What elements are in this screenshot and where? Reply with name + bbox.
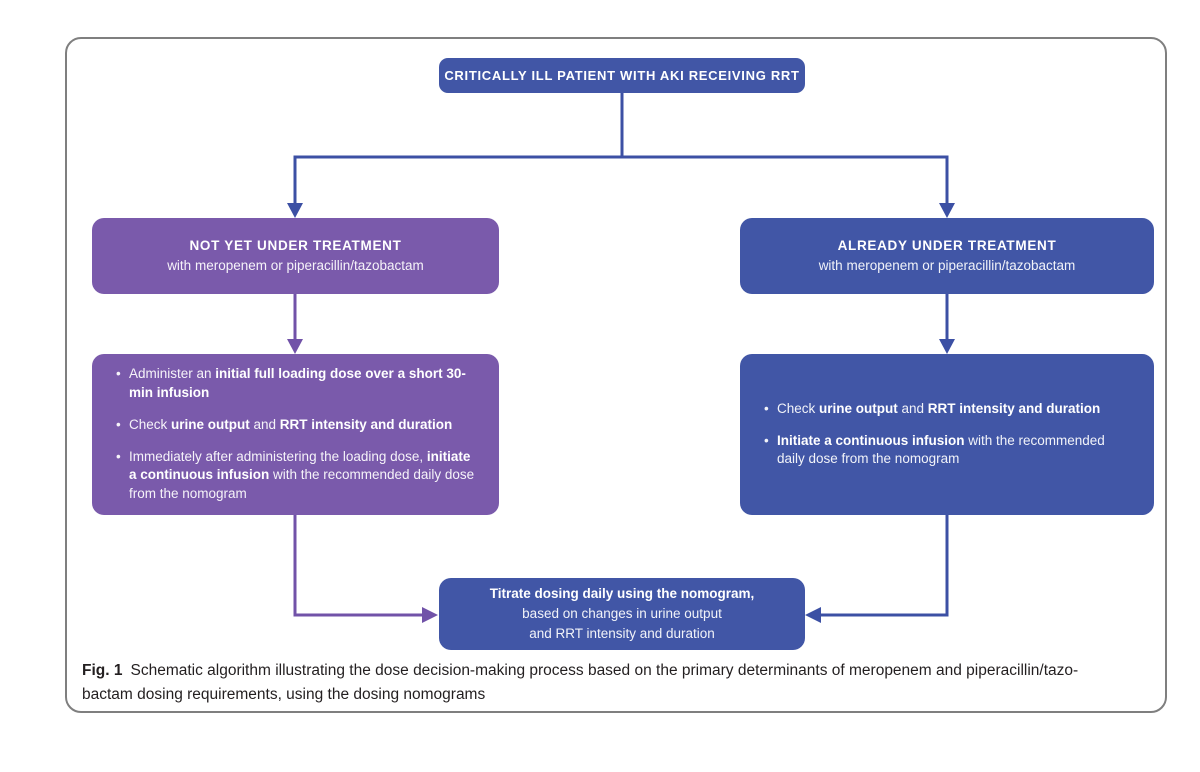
merge-line-1: Titrate dosing daily using the nomogram, [489,585,755,601]
arrowhead-left-merge [422,607,438,623]
arrowhead-left-steps [287,339,303,354]
arrowhead-right-branch [939,203,955,218]
right-step-item: Check urine output and RRT intensity and… [764,400,1136,419]
figure-panel: CRITICALLY ILL PATIENT WITH AKI RECEIVIN… [65,37,1167,713]
arrowhead-left-branch [287,203,303,218]
left-branch-subtitle: with meropenem or piperacillin/tazobacta… [167,258,424,273]
node-critically-ill-patient: CRITICALLY ILL PATIENT WITH AKI RECEIVIN… [439,58,805,93]
root-node-title: CRITICALLY ILL PATIENT WITH AKI RECEIVIN… [444,68,800,83]
right-step-item: Initiate a continuous infusion with the … [764,432,1136,470]
left-step-item: Check urine output and RRT intensity and… [116,416,481,435]
left-step-item: Administer an initial full loading dose … [116,365,481,403]
caption-line-2: bactam dosing requirements, using the do… [82,686,486,704]
node-left-steps: Administer an initial full loading dose … [92,354,499,515]
left-branch-title: NOT YET UNDER TREATMENT [189,238,402,254]
node-titrate-dosing: Titrate dosing daily using the nomogram,… [439,578,805,650]
node-not-yet-under-treatment: NOT YET UNDER TREATMENT with meropenem o… [92,218,499,294]
right-branch-title: ALREADY UNDER TREATMENT [837,238,1057,254]
left-merge-connector-line [293,515,425,617]
arrowhead-right-merge [805,607,821,623]
arrowhead-right-steps [939,339,955,354]
node-already-under-treatment: ALREADY UNDER TREATMENT with meropenem o… [740,218,1154,294]
merge-line-2: based on changes in urine output [522,605,722,621]
branch-connector-line [293,93,949,207]
figure-label: Fig. 1 [82,662,123,679]
node-right-steps: Check urine output and RRT intensity and… [740,354,1154,515]
merge-line-3: and RRT intensity and duration [529,626,715,642]
left-step-item: Immediately after administering the load… [116,448,481,505]
right-branch-subtitle: with meropenem or piperacillin/tazobacta… [818,258,1076,273]
right-merge-connector-line [818,515,949,617]
